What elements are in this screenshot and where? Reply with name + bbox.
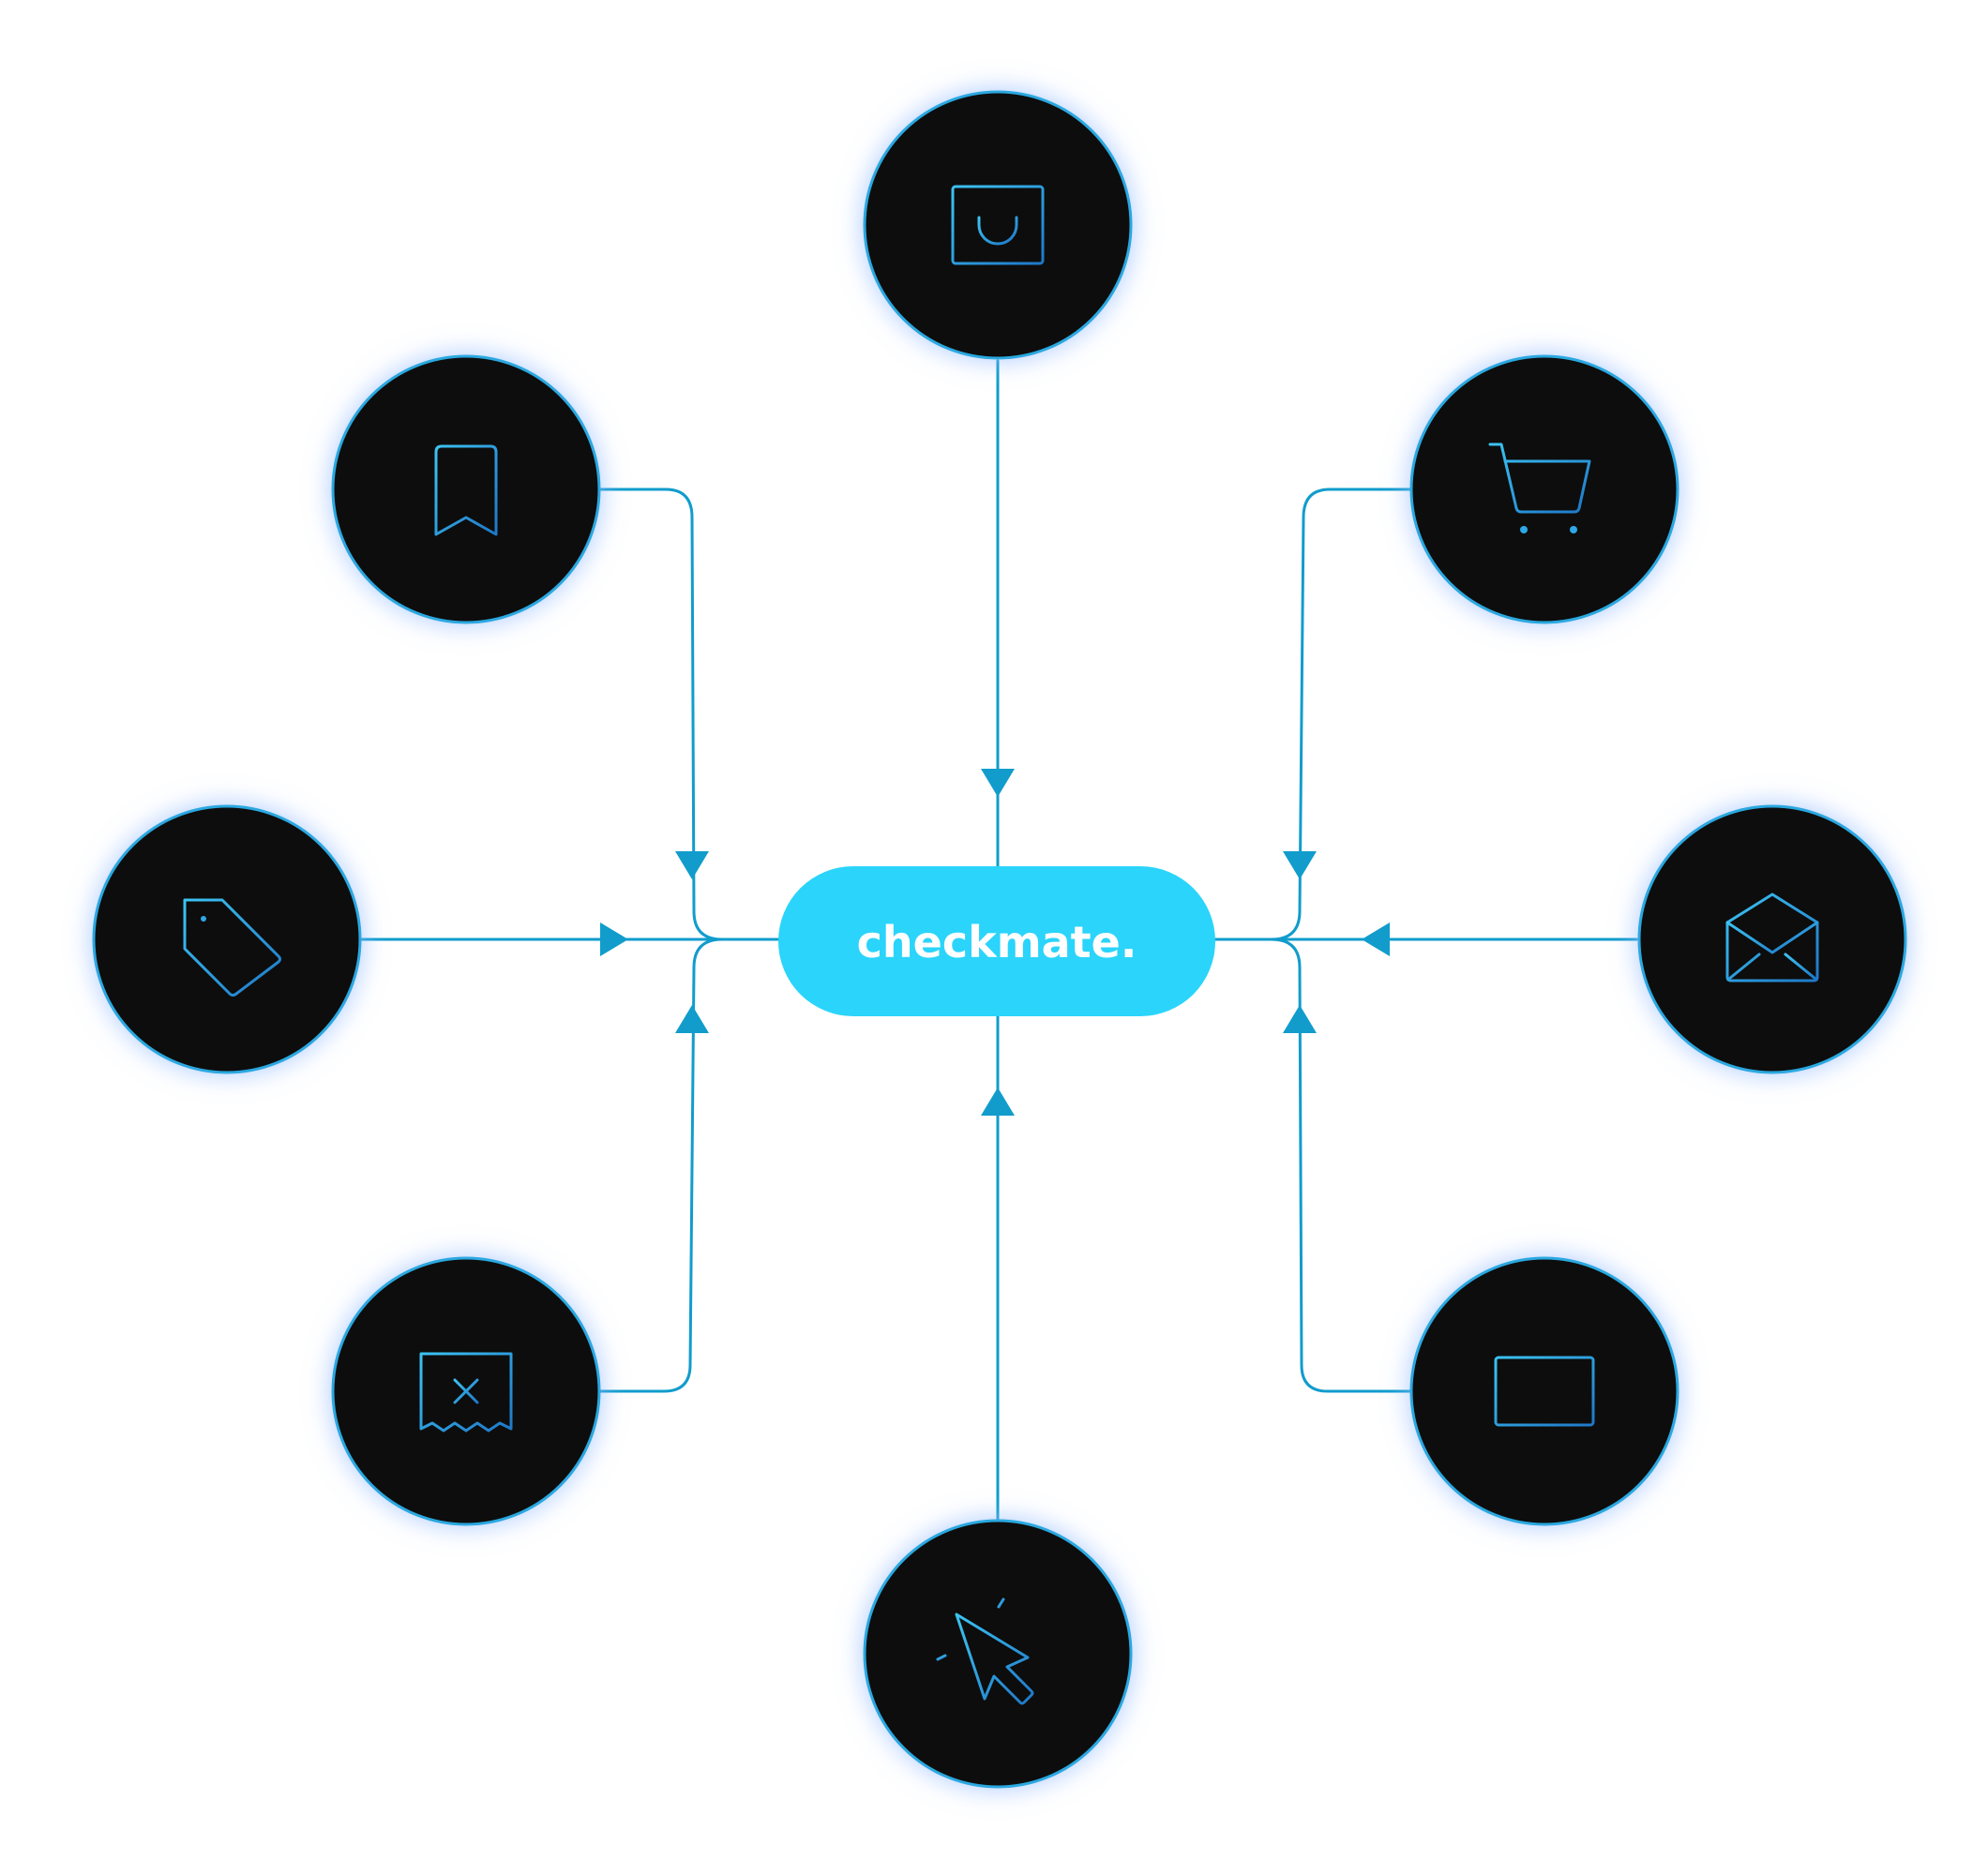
arrowhead-cursor bbox=[981, 1088, 1015, 1116]
cancelled-receipt-icon bbox=[419, 1352, 513, 1432]
node-circle[interactable] bbox=[863, 90, 1133, 360]
hub-label: checkmate. bbox=[857, 917, 1137, 968]
node-circle[interactable] bbox=[863, 1519, 1133, 1789]
arrowhead-bookmark bbox=[675, 851, 709, 879]
connector-cart bbox=[1213, 488, 1413, 941]
arrowhead-receipt bbox=[675, 1005, 709, 1033]
node-envelope[interactable] bbox=[1637, 804, 1907, 1074]
connector-bookmark bbox=[598, 488, 780, 941]
node-card[interactable] bbox=[1409, 1256, 1679, 1526]
arrowhead-card bbox=[1283, 1005, 1317, 1033]
shopping-cart-icon bbox=[1488, 442, 1591, 533]
arrowhead-cart bbox=[1283, 851, 1317, 879]
bookmark-icon bbox=[434, 444, 498, 536]
node-circle[interactable] bbox=[1409, 1256, 1679, 1526]
credit-card-icon bbox=[1494, 1356, 1595, 1427]
hub-pill[interactable] bbox=[778, 866, 1215, 1016]
nodes bbox=[92, 90, 1907, 1789]
node-circle[interactable] bbox=[331, 354, 601, 624]
shopping-bag-icon bbox=[951, 185, 1045, 265]
arrowhead-envelope bbox=[1362, 922, 1390, 956]
node-circle[interactable] bbox=[1409, 354, 1679, 624]
node-bookmark[interactable] bbox=[331, 354, 601, 624]
connector-receipt bbox=[598, 938, 724, 1393]
hub[interactable]: checkmate. bbox=[778, 866, 1215, 1016]
node-cart[interactable] bbox=[1409, 354, 1679, 624]
cursor-click-icon bbox=[936, 1598, 1034, 1705]
arrowhead-tag bbox=[600, 922, 628, 956]
price-tag-icon bbox=[183, 898, 281, 997]
connectors bbox=[359, 359, 1638, 1525]
connector-card bbox=[1270, 938, 1413, 1393]
node-circle[interactable] bbox=[1637, 804, 1907, 1074]
open-envelope-icon bbox=[1725, 892, 1819, 982]
node-shopping-bag[interactable] bbox=[863, 90, 1133, 360]
node-circle[interactable] bbox=[92, 804, 362, 1074]
node-tag[interactable] bbox=[92, 804, 362, 1074]
arrowhead-shopping-bag bbox=[981, 769, 1015, 797]
node-cursor[interactable] bbox=[863, 1519, 1133, 1789]
node-receipt[interactable] bbox=[331, 1256, 601, 1526]
